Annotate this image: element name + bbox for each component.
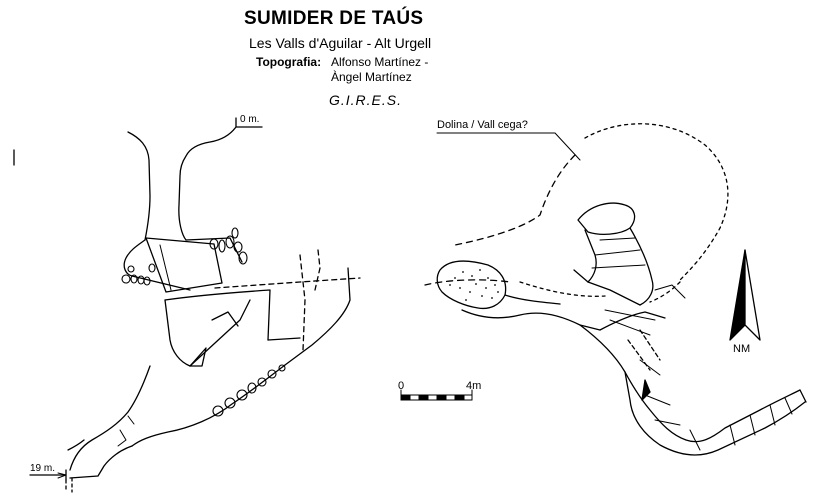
sink-chamber (436, 260, 507, 310)
depth-marker-0m (235, 117, 263, 128)
map-subtitle: Les Valls d'Aguilar - Alt Urgell (249, 35, 432, 51)
north-label: NM (733, 343, 751, 355)
scale-bar (400, 389, 473, 401)
scale-end-label: 4m (466, 380, 482, 392)
depth-label-top: 0 m. (240, 114, 260, 125)
cave-plan-view (424, 123, 807, 456)
doline-annotation: Dolina / Vall cega? (437, 119, 528, 131)
cave-section-profile (13, 117, 361, 493)
scale-start-label: 0 (398, 380, 405, 392)
doline-outline (584, 123, 729, 283)
author-line-1: Alfonso Martínez - (331, 55, 429, 69)
topography-label: Topografia: (256, 55, 322, 69)
organization-label: G.I.R.E.S. (329, 92, 403, 108)
author-line-2: Àngel Martínez (331, 70, 412, 84)
depth-label-bottom: 19 m. (30, 463, 56, 474)
map-title: SUMIDER DE TAÚS (244, 8, 424, 29)
north-arrow-icon (729, 249, 761, 341)
annotation-leader (436, 132, 581, 161)
